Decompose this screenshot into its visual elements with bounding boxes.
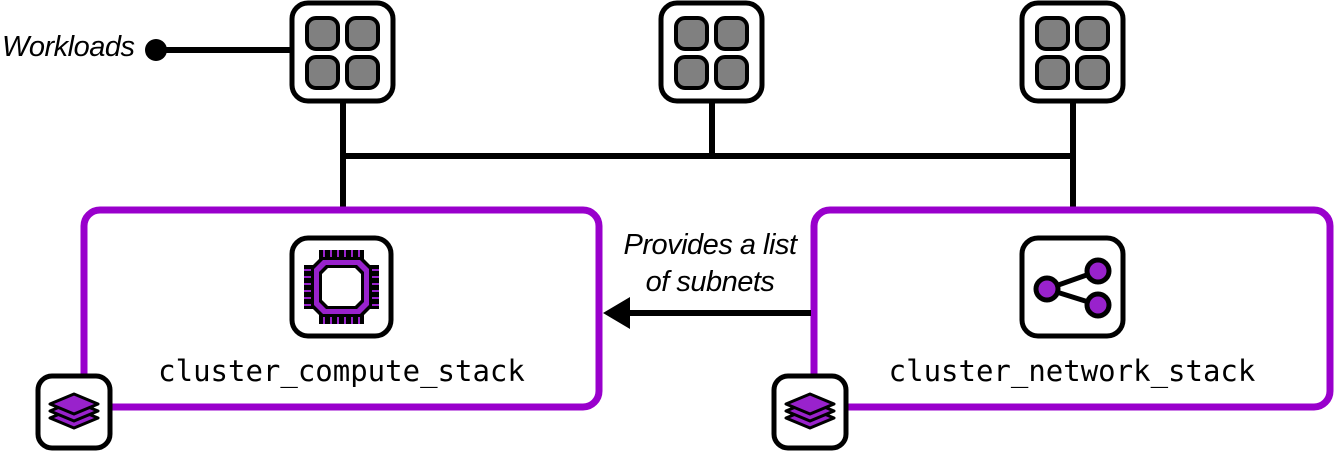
share-network-icon	[1019, 235, 1126, 339]
dependency-arrow	[603, 297, 811, 329]
workload-node-3[interactable]	[1019, 0, 1126, 104]
workload-node-2[interactable]	[658, 0, 765, 104]
compute-stack-layers-icon	[35, 373, 113, 451]
arrow-label-line-2: of subnets	[645, 266, 775, 298]
arrowhead-icon	[603, 297, 630, 329]
arrow-label-line-1: Provides a list	[623, 229, 797, 261]
grid-icon	[305, 16, 380, 90]
workload-node-1[interactable]	[289, 0, 396, 104]
workloads-pointer-dot	[145, 39, 167, 61]
compute-stack-label: cluster_compute_stack	[158, 354, 525, 388]
grid-icon	[674, 16, 749, 90]
network-stack-layers-icon	[771, 373, 849, 451]
connector-lines	[156, 47, 1076, 210]
network-stack-label: cluster_network_stack	[888, 354, 1256, 388]
grid-icon	[1035, 16, 1110, 90]
workloads-label: Workloads	[2, 31, 135, 63]
chip-icon	[289, 235, 394, 339]
